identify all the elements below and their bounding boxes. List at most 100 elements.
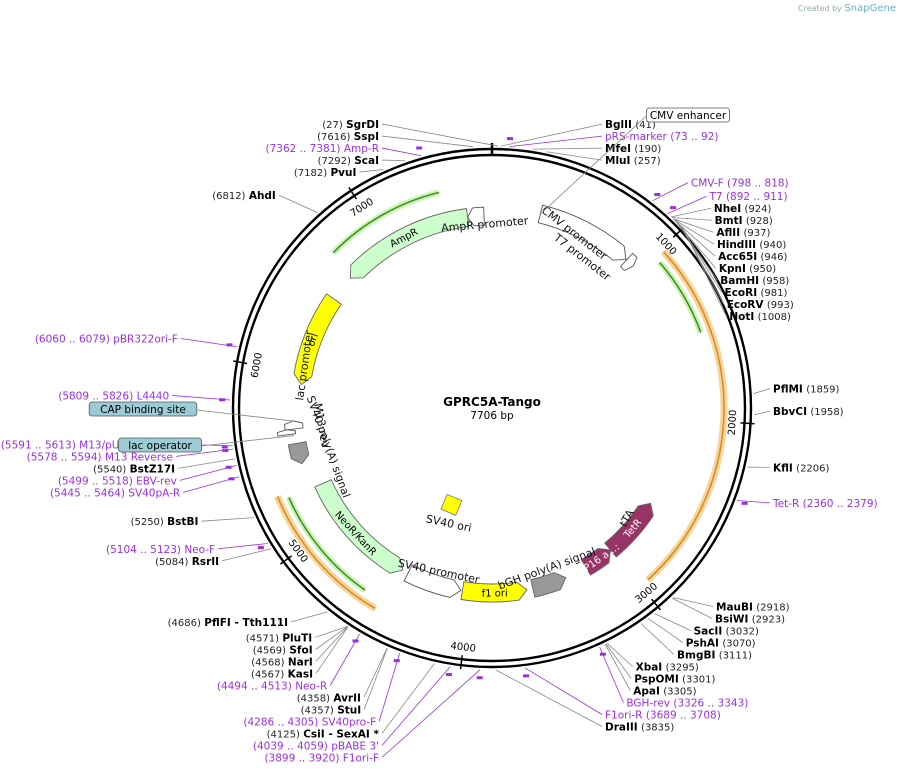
feature-f1-ori[interactable] — [460, 581, 528, 603]
enzyme-noti[interactable]: NotI (1008) — [729, 311, 791, 323]
enzyme-ecorv[interactable]: EcoRV (993) — [727, 299, 794, 311]
primer-prs-marker[interactable]: pRS-marker (73 .. 92) — [605, 131, 719, 143]
primer-f1ori-r[interactable]: F1ori-R (3689 .. 3708) — [605, 709, 721, 721]
site-position: (4568) — [251, 657, 284, 668]
enzyme-bstbi[interactable]: (5250) BstBI — [131, 516, 199, 528]
primer-amp-r[interactable]: (7362 .. 7381) Amp-R — [265, 143, 379, 155]
primer-bgh-rev[interactable]: BGH-rev (3326 .. 3343) — [626, 697, 748, 709]
primer-mark-ebv-rev — [225, 465, 232, 469]
enzyme-mlui[interactable]: MluI (257) — [605, 155, 661, 167]
site-position: (928) — [746, 216, 773, 227]
enzyme-scai[interactable]: (7292) ScaI — [318, 155, 379, 167]
primer-neo-r[interactable]: (4494 .. 4513) Neo-R — [217, 680, 327, 692]
primer-ebv-rev[interactable]: (5499 .. 5518) EBV-rev — [58, 475, 177, 487]
primer-sv40pa-r[interactable]: (5445 .. 5464) SV40pA-R — [50, 487, 180, 499]
feature-ampr-promoter[interactable] — [467, 206, 485, 227]
enzyme-pspomi[interactable]: PspOMI (3301) — [634, 673, 715, 685]
feature-cmv-promoter[interactable] — [537, 204, 627, 261]
enzyme-mfei[interactable]: MfeI (190) — [605, 143, 661, 155]
enzyme-stui[interactable]: (4357) StuI — [301, 704, 362, 716]
enzyme-maubi[interactable]: MauBI (2918) — [716, 601, 790, 613]
box-leader — [540, 115, 647, 215]
enzyme-sspi[interactable]: (7616) SspI — [317, 131, 379, 143]
primer-t7[interactable]: T7 (892 .. 911) — [709, 191, 788, 203]
enzyme-bmti[interactable]: BmtI (928) — [715, 215, 773, 227]
enzyme-hindiii[interactable]: HindIII (940) — [717, 239, 786, 251]
enzyme-aflii[interactable]: AflII (937) — [716, 227, 770, 239]
primer-pbr322ori-f[interactable]: (6060 .. 6079) pBR322ori-F — [35, 334, 178, 346]
enzyme-csii-sexai[interactable]: (4125) CsiI - SexAI * — [267, 728, 380, 740]
enzyme-pflfi-tth111i[interactable]: (4686) PflFI - Tth111I — [168, 617, 288, 629]
primer-sv40pro-f[interactable]: (4286 .. 4305) SV40pro-F — [243, 716, 376, 728]
feature-sv40-poly-a-signal[interactable] — [287, 441, 310, 465]
primer-f1ori-f[interactable]: (3899 .. 3920) F1ori-F — [264, 752, 379, 764]
feature-label-neor-kanr: NeoR/KanR — [332, 510, 378, 559]
enzyme-apai[interactable]: ApaI (3305) — [633, 685, 696, 697]
site-name: PflMI — [773, 384, 803, 396]
primer-neo-f[interactable]: (5104 .. 5123) Neo-F — [106, 544, 215, 556]
site-name: AhdI — [249, 190, 276, 202]
enzyme-sgrdi[interactable]: (27) SgrDI — [322, 119, 379, 131]
enzyme-kasi[interactable]: (4567) KasI — [251, 668, 313, 680]
enzyme-xbai[interactable]: XbaI (3295) — [636, 661, 699, 673]
enzyme-bmgbi[interactable]: BmgBI (3111) — [677, 649, 752, 661]
feature-ori[interactable] — [293, 293, 342, 386]
enzyme-bbvci[interactable]: BbvCI (1958) — [773, 406, 844, 418]
site-name: F1ori-R — [605, 709, 642, 721]
feature-sv40-promoter[interactable] — [403, 564, 462, 598]
feature-bgh-poly-a-signal[interactable] — [530, 572, 567, 598]
site-name: MluI — [605, 155, 630, 167]
feature-neor-kanr[interactable] — [314, 479, 404, 574]
enzyme-avrii[interactable]: (4358) AvrII — [297, 692, 361, 704]
leader-lines — [172, 123, 771, 758]
site-name: pBABE 3' — [331, 740, 379, 752]
enzyme-sacii[interactable]: SacII (3032) — [694, 625, 759, 637]
enzyme-acc65i[interactable]: Acc65I (946) — [718, 251, 787, 263]
enzyme-pvui[interactable]: (7182) PvuI — [294, 167, 357, 179]
enzyme-kpni[interactable]: KpnI (950) — [719, 263, 776, 275]
site-name: XbaI — [636, 661, 663, 673]
site-position: (6812) — [212, 191, 245, 202]
primer-cmv-f[interactable]: CMV-F (798 .. 818) — [691, 178, 789, 190]
box-label-cap-binding-site[interactable]: CAP binding site — [88, 401, 293, 422]
feature-lac-promoter[interactable] — [276, 429, 297, 437]
feature-sv40-ori[interactable] — [440, 493, 463, 516]
enzyme-nhei[interactable]: NheI (924) — [714, 203, 772, 215]
enzyme-bamhi[interactable]: BamHI (958) — [720, 275, 789, 287]
enzyme-nari[interactable]: (4568) NarI — [251, 656, 313, 668]
enzyme-pshai[interactable]: PshAI (3070) — [686, 637, 756, 649]
feature-label-ori: ori — [306, 332, 321, 348]
site-position: (993) — [767, 300, 794, 311]
box-label-lac-operator[interactable]: lac operator — [118, 435, 294, 453]
enzyme-kfli[interactable]: KflI (2206) — [773, 462, 830, 474]
enzyme-sfoi[interactable]: (4569) SfoI — [253, 644, 313, 656]
enzyme-bglii[interactable]: BglII (41) — [605, 119, 656, 131]
feature-tetr[interactable] — [604, 502, 654, 558]
tick-4000 — [459, 655, 463, 670]
box-label-cmv-enhancer[interactable]: CMV enhancer — [540, 107, 731, 215]
site-name: L4440 — [137, 390, 170, 402]
enzyme-bstz17i[interactable]: (5540) BstZ17I — [93, 463, 175, 475]
primer-m13-reverse[interactable]: (5578 .. 5594) M13 Reverse — [27, 451, 173, 463]
feature-m13-rev[interactable] — [284, 420, 304, 431]
feature-ampr[interactable] — [350, 208, 470, 279]
primer-tet-r[interactable]: Tet-R (2360 .. 2379) — [772, 498, 878, 510]
enzyme-rsrii[interactable]: (5084) RsrII — [155, 556, 219, 568]
leader-neo-r — [329, 633, 360, 686]
tick-2000 — [740, 422, 755, 425]
leader-hindiii — [673, 218, 715, 245]
primer-pbabe-3[interactable]: (4039 .. 4059) pBABE 3' — [253, 740, 379, 752]
enzyme-ecori[interactable]: EcoRI (981) — [725, 287, 788, 299]
primer-mark-neo-r — [352, 639, 359, 643]
enzyme-pflmi[interactable]: PflMI (1859) — [773, 384, 840, 396]
primer-l4440[interactable]: (5809 .. 5826) L4440 — [58, 390, 169, 402]
feature-vp16-a[interactable] — [580, 548, 612, 576]
enzyme-bsiwi[interactable]: BsiWI (2923) — [715, 613, 785, 625]
leader-acc65i — [674, 219, 716, 257]
leader-sfoi — [315, 626, 348, 650]
enzyme-ahdi[interactable]: (6812) AhdI — [212, 190, 276, 202]
enzyme-pluti[interactable]: (4571) PluTI — [246, 632, 312, 644]
feature-t7-promoter[interactable] — [619, 252, 638, 272]
site-name: BstZ17I — [130, 463, 175, 475]
enzyme-draiii[interactable]: DraIII (3835) — [605, 721, 674, 733]
